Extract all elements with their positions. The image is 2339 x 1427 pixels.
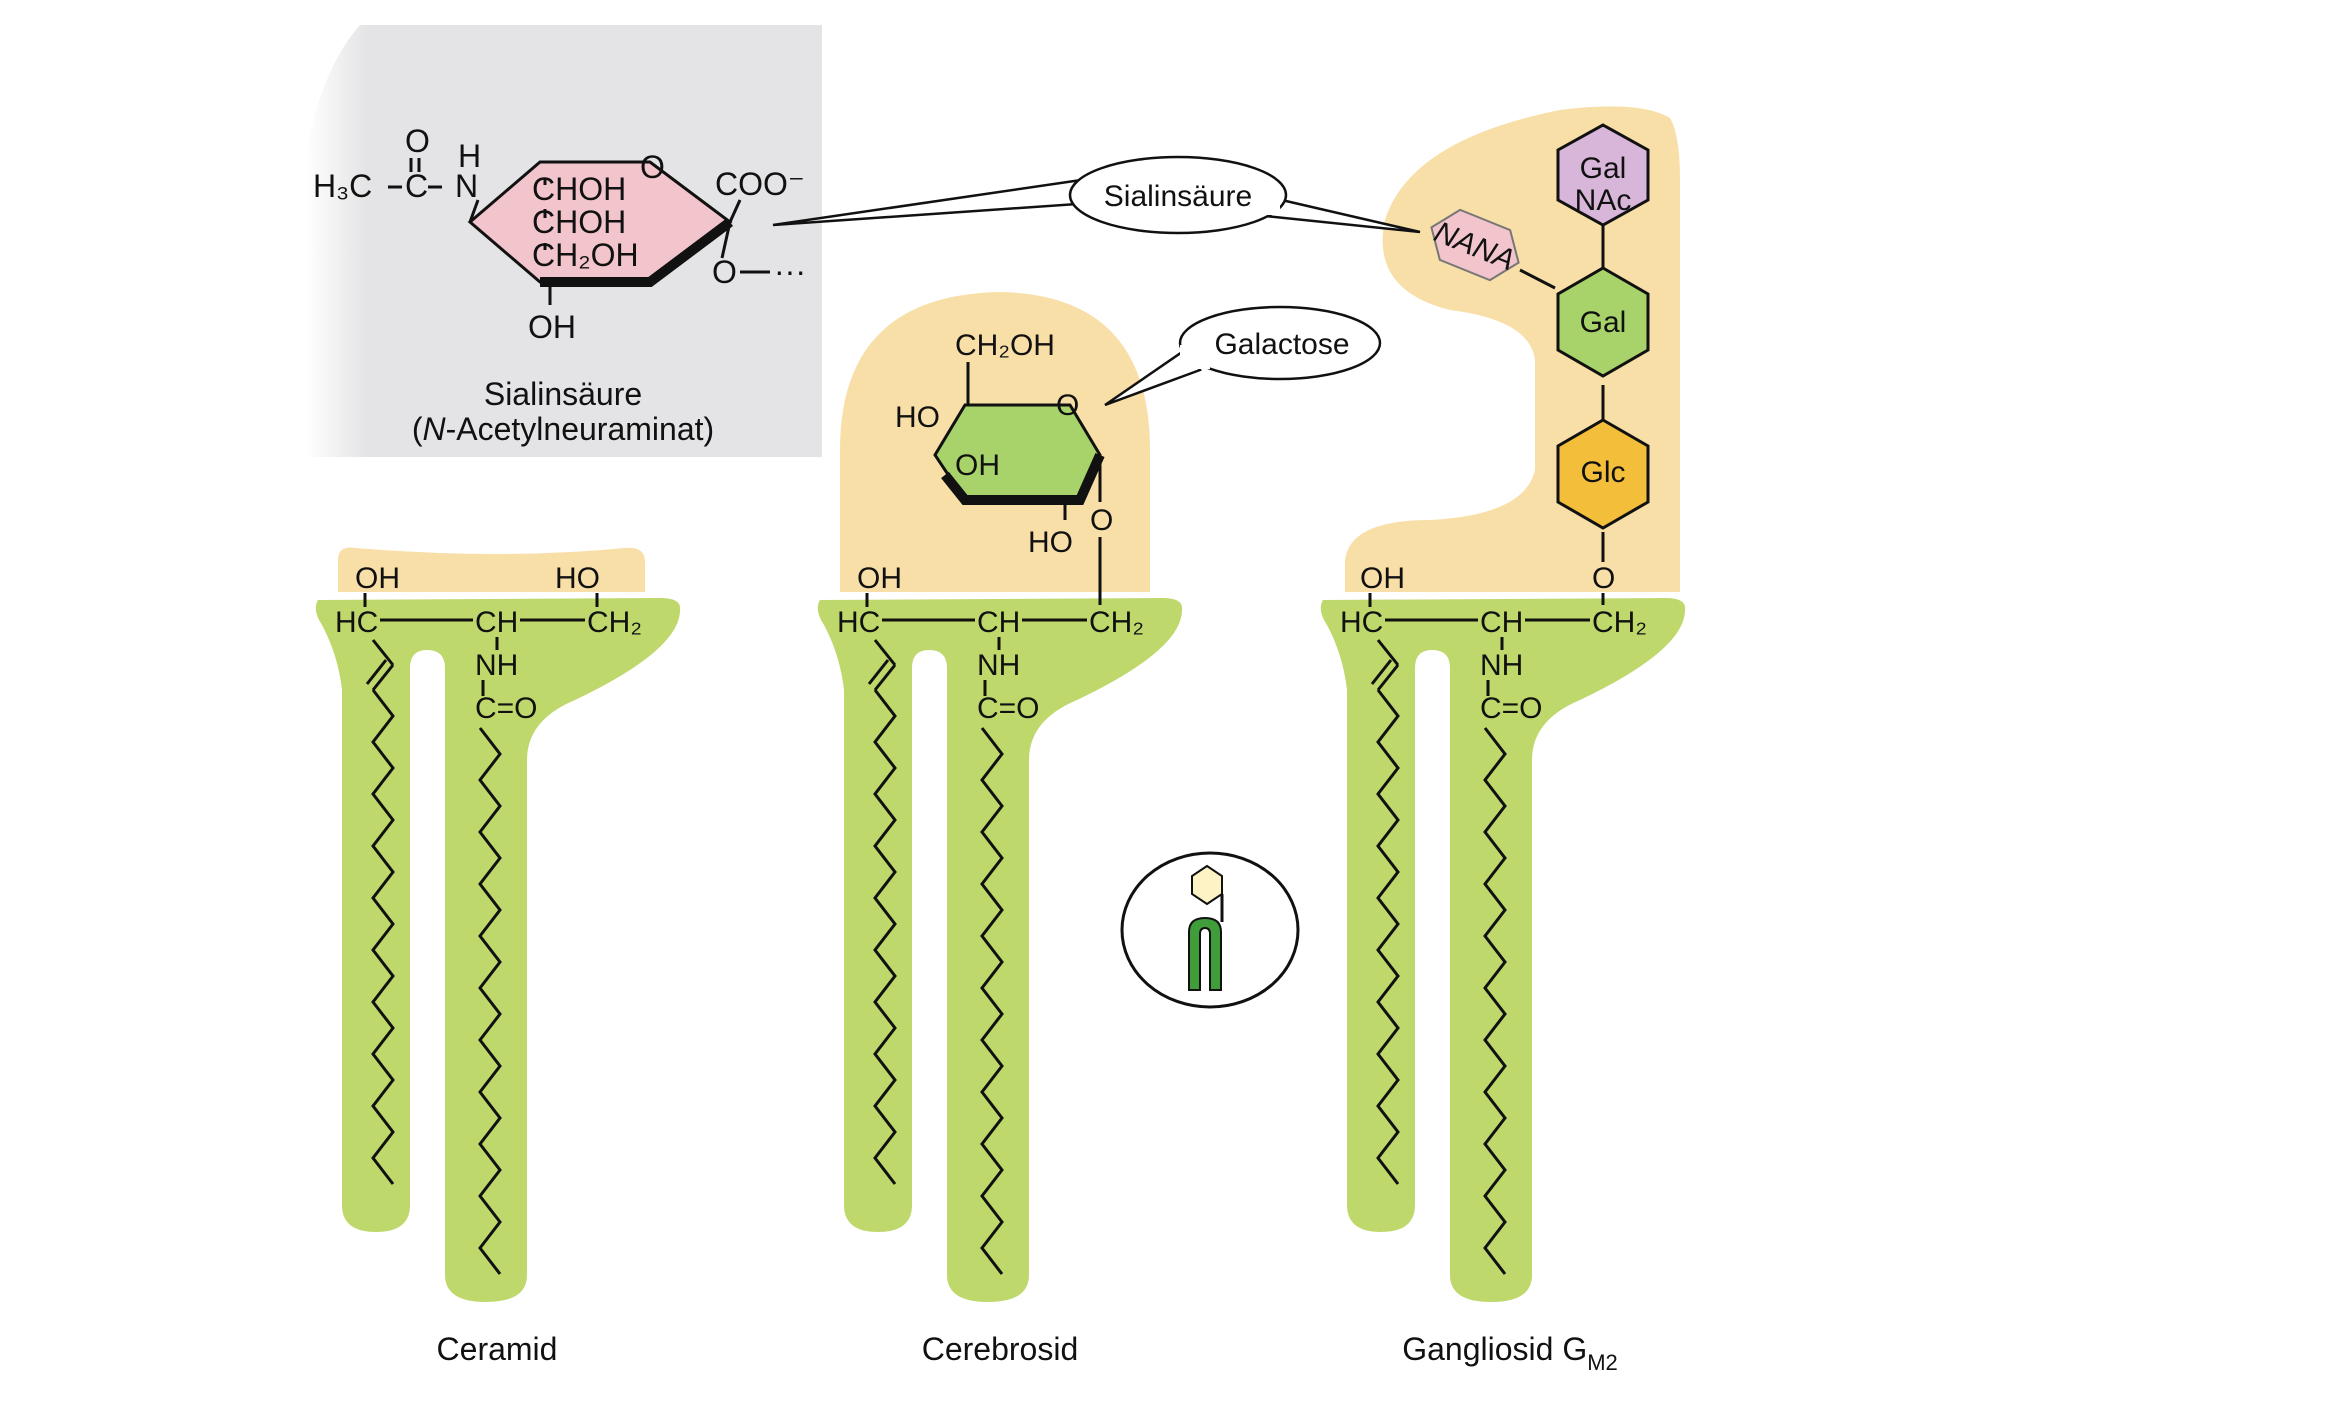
galactose-callout-label: Galactose: [1214, 328, 1349, 361]
gangliosid-tail-region: [1320, 598, 1686, 1302]
gangliosid-ch: CH: [1480, 606, 1523, 639]
sialinsaeure-callout-label: Sialinsäure: [1104, 180, 1252, 213]
ch2oh: CH₂OH: [532, 237, 639, 273]
ceramid-oh: OH: [355, 562, 400, 595]
choh-1: CHOH: [532, 171, 626, 207]
cerebrosid-tail-region: [817, 598, 1183, 1302]
ceramid-c-eq-o: C=O: [475, 692, 538, 725]
gangliosid-c-eq-o: C=O: [1480, 692, 1543, 725]
gangliosid-nh: NH: [1480, 649, 1523, 682]
cerebrosid-hc: HC: [837, 606, 880, 639]
glc-label: Glc: [1581, 456, 1626, 489]
gangliosid-ch2: CH₂: [1592, 606, 1647, 639]
galactose-ch2oh: CH₂OH: [955, 329, 1055, 362]
amide-n: N: [455, 168, 478, 204]
ceramid-tail-region: [315, 598, 681, 1302]
inset-subtitle: (N-Acetylneuraminat): [412, 411, 714, 447]
galactose-ho-bottom: HO: [1028, 526, 1073, 559]
ceramid-hc: HC: [335, 606, 378, 639]
ceramid-caption: Ceramid: [437, 1331, 558, 1367]
gal-hexagon: [1556, 266, 1650, 378]
galactose-ring-o: O: [1056, 389, 1079, 422]
cerebrosid-caption: Cerebrosid: [922, 1331, 1079, 1367]
inset-title: Sialinsäure: [484, 376, 642, 412]
galactose-bubble: [1178, 305, 1382, 381]
cerebrosid-lipid: CH₂OH O HO OH HO O OH HC CH CH₂ NH C=O C…: [817, 292, 1183, 1367]
cerebrosid-oh: OH: [857, 562, 902, 595]
ceramid-lipid: OH HO HC CH CH₂ NH C=O Ceramid: [315, 547, 681, 1367]
galactose-callout: Galactose: [1104, 305, 1382, 407]
acetyl-oxygen: O: [405, 123, 430, 159]
ceramid-ho: HO: [555, 562, 600, 595]
galnac-hexagon: [1556, 123, 1650, 227]
galnac-label-2: NAc: [1575, 184, 1632, 217]
cerebrosid-c-eq-o: C=O: [977, 692, 1040, 725]
ceramid-nh: NH: [475, 649, 518, 682]
nana-hexagon: [1430, 208, 1520, 282]
acetyl-carbon: C: [405, 168, 428, 204]
cerebrosid-nh: NH: [977, 649, 1020, 682]
galactose-ho-left: HO: [895, 401, 940, 434]
glycosidic-oxygen: O: [712, 254, 737, 290]
ring-oh: OH: [528, 309, 576, 345]
h3c-label: H₃C: [313, 168, 372, 204]
ceramid-headgroup: [338, 547, 645, 592]
ring-oxygen: O: [640, 149, 665, 185]
cerebrosid-ch2: CH₂: [1089, 606, 1144, 639]
sialinsaeure-callout: Sialinsäure: [772, 155, 1421, 235]
sialinsaeure-bubble: [1068, 155, 1288, 235]
glc-o-link: O: [1592, 562, 1615, 595]
ceramid-ch: CH: [475, 606, 518, 639]
amide-h: H: [458, 138, 481, 174]
galactose-o-link: O: [1090, 504, 1113, 537]
glc-hexagon: [1556, 418, 1650, 530]
dots: ···: [774, 253, 806, 289]
gangliosid-caption: Gangliosid GM2: [1402, 1331, 1618, 1375]
gangliosid-lipid: Gal NAc Gal Glc NANA O OH HC CH CH₂ NH C…: [1320, 106, 1686, 1375]
galactose-oh-mid: OH: [955, 449, 1000, 482]
gangliosid-oh: OH: [1360, 562, 1405, 595]
choh-2: CHOH: [532, 204, 626, 240]
gangliosid-hc: HC: [1340, 606, 1383, 639]
galnac-label-1: Gal: [1580, 152, 1627, 185]
ceramid-ch2: CH₂: [587, 606, 642, 639]
gal-label: Gal: [1580, 306, 1627, 339]
lipid-symbol-icon: [1120, 851, 1300, 1009]
cerebrosid-ch: CH: [977, 606, 1020, 639]
carboxylate: COO⁻: [715, 166, 805, 202]
sialic-acid-inset: O CHOH CHOH CH₂OH H₃C C O H N COO⁻ O ···…: [305, 25, 822, 457]
